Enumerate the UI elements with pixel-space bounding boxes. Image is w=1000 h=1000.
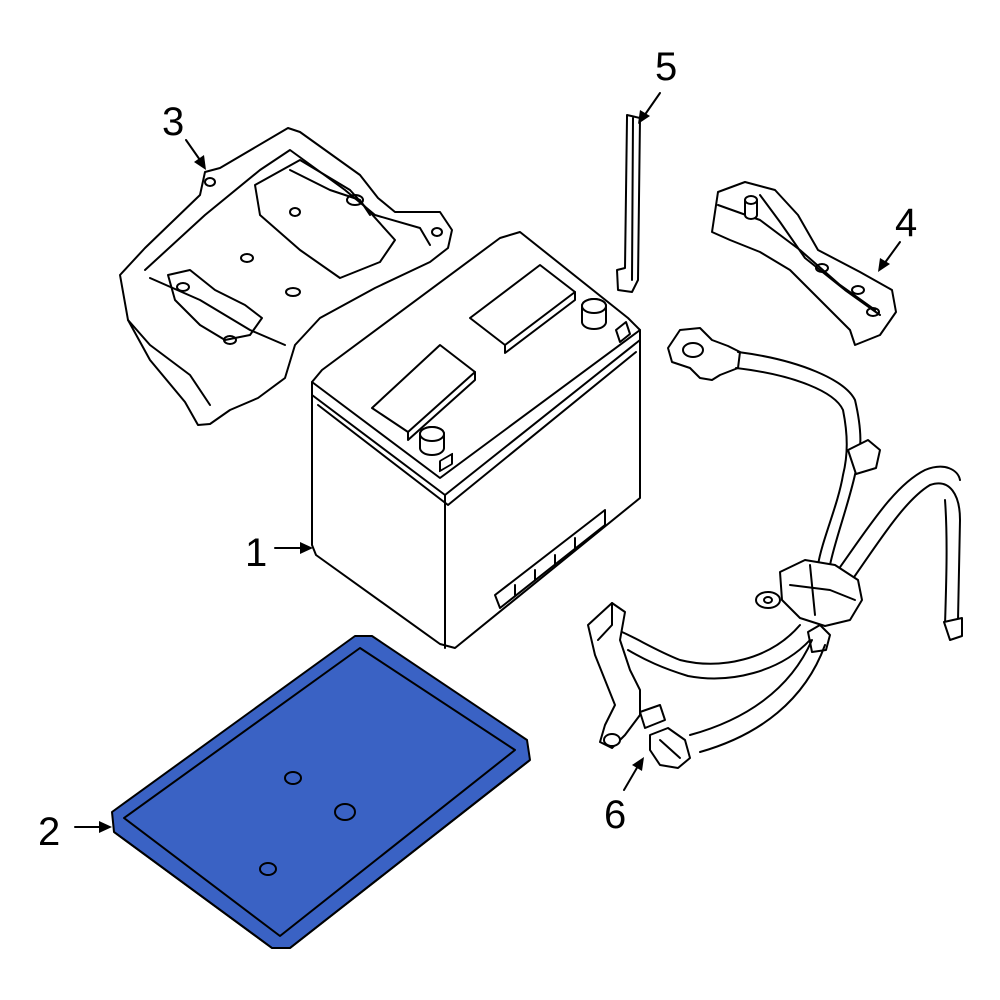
tray-pad-icon[interactable] — [111, 635, 531, 949]
hold-down-clamp-icon[interactable] — [711, 181, 897, 346]
battery-tray-icon[interactable] — [119, 127, 453, 426]
battery-icon[interactable] — [311, 231, 641, 649]
callout-1: 1 — [245, 531, 267, 575]
callout-4: 4 — [895, 201, 917, 245]
j-rod-icon[interactable] — [616, 114, 641, 293]
callout-6: 6 — [604, 793, 626, 837]
callout-leaders — [74, 92, 901, 833]
callout-3: 3 — [162, 100, 184, 144]
callout-5: 5 — [655, 45, 677, 89]
cable-harness-icon[interactable] — [587, 327, 963, 769]
callout-2: 2 — [38, 810, 60, 854]
